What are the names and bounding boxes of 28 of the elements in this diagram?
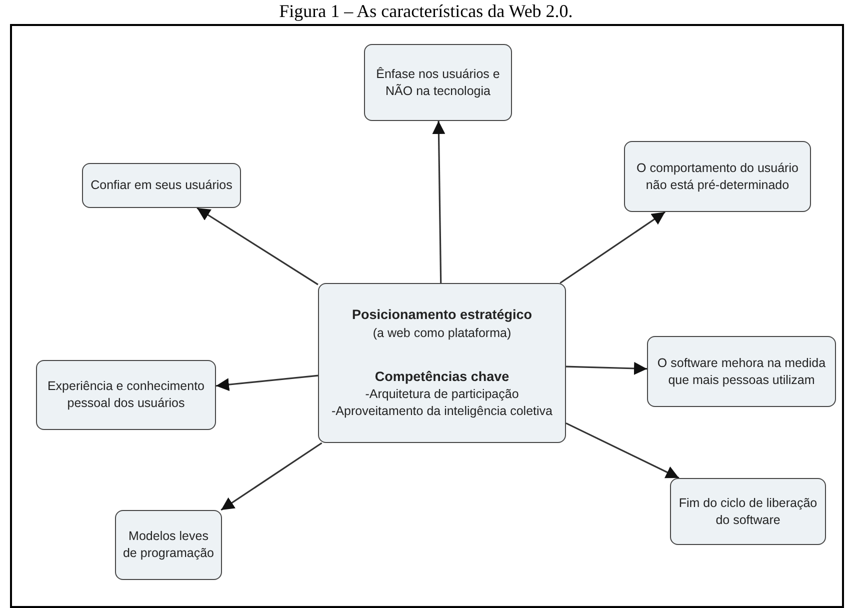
concept-box [82, 163, 241, 208]
arrow [216, 374, 318, 392]
figure-title: Figura 1 – As características da Web 2.0. [278, 1, 574, 22]
concept-box [624, 141, 811, 212]
node-text: Ênfase nos usuários e NÃO na tecnologia [375, 66, 501, 100]
arrow [560, 211, 666, 284]
concept-box [115, 510, 222, 580]
arrow [196, 207, 318, 286]
node-text: -Arquitetura de participação [365, 386, 519, 403]
node-text: O comportamento do usuário não está pré-determinado [636, 160, 800, 194]
node-text: -Aproveitamento da inteligência coletiva [332, 402, 552, 420]
arrow [432, 120, 446, 284]
node-text: (a web como plataforma) [372, 324, 512, 342]
heading-text: Posicionamento estratégico [352, 306, 532, 324]
node-text: O software mehora na medida que mais pessoas utilizam [656, 354, 827, 388]
central-concept-box [318, 283, 566, 443]
concept-box [670, 478, 826, 545]
node-text: Confiar em seus usuários [90, 177, 232, 194]
arrow [566, 422, 680, 479]
concept-box [36, 360, 216, 430]
node-text: Modelos leves de programação [122, 528, 215, 562]
node-text: Fim do ciclo de liberação do software [678, 494, 818, 528]
heading-text: Competências chave [374, 368, 510, 386]
arrow [220, 442, 322, 511]
concept-box [364, 44, 512, 121]
arrow [566, 362, 648, 375]
concept-box [647, 336, 836, 407]
node-text: Experiência e conhecimento pessoal dos usuários [46, 378, 206, 412]
